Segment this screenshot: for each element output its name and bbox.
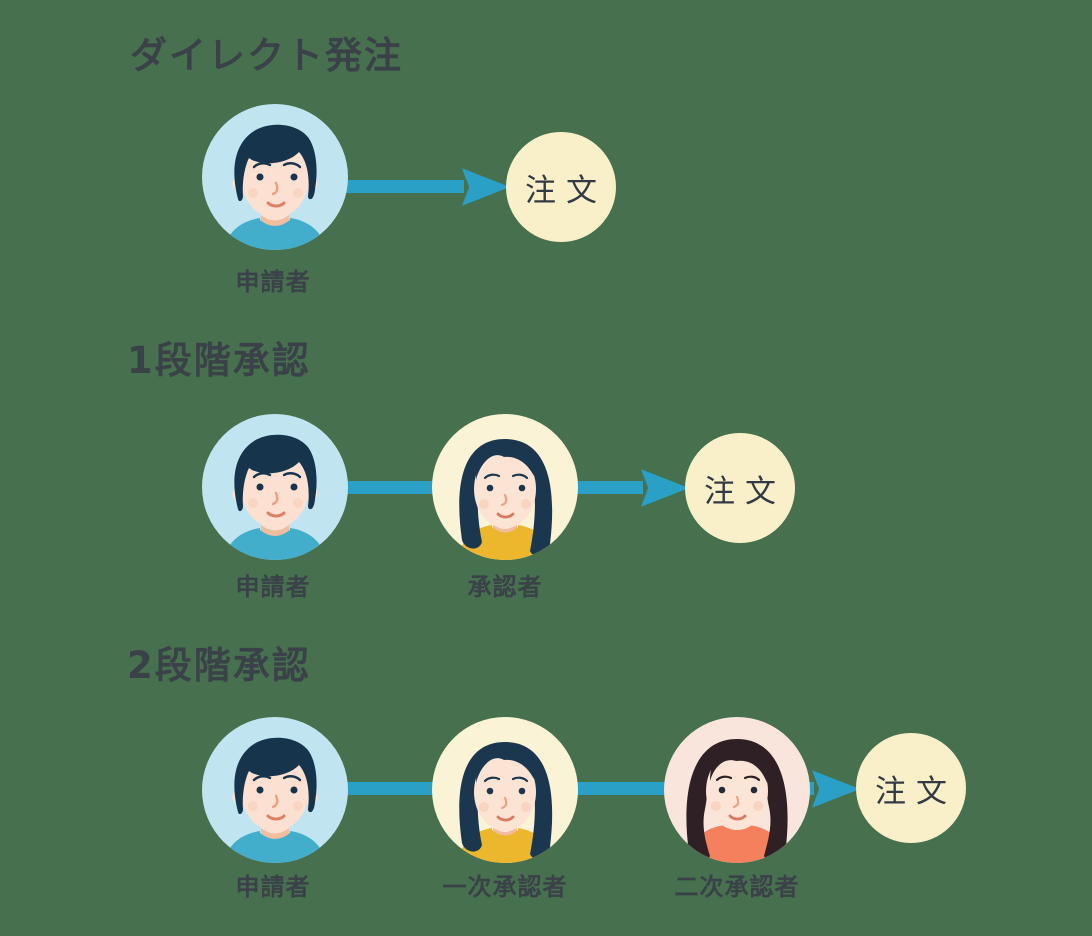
flow-arrow-head-icon [462,168,510,206]
first-approver-avatar-icon [432,717,578,863]
first-approver-label: 一次承認者 [442,873,568,901]
order-node: 注文 [685,433,795,543]
flow-arrow-head-icon [641,469,689,507]
applicant-label: 申請者 [235,573,311,601]
applicant-avatar-icon [202,414,348,560]
order-label: 注文 [525,172,607,209]
section-title-one-step: 1段階承認 [127,339,311,382]
order-label: 注文 [704,473,786,510]
section-title-direct-order: ダイレクト発注 [130,34,403,77]
applicant-avatar-icon [202,717,348,863]
flow-arrow-head-icon [812,770,860,808]
approver-avatar-icon [432,414,578,560]
order-label: 注文 [875,773,957,810]
section-title-two-step: 2段階承認 [127,644,311,687]
applicant-label: 申請者 [235,268,311,296]
applicant-avatar-icon [202,104,348,250]
order-node: 注文 [856,733,966,843]
order-node: 注文 [506,132,616,242]
second-approver-label: 二次承認者 [674,873,800,901]
applicant-label: 申請者 [235,873,311,901]
second-approver-avatar-icon [664,717,810,863]
approver-label: 承認者 [467,573,543,601]
